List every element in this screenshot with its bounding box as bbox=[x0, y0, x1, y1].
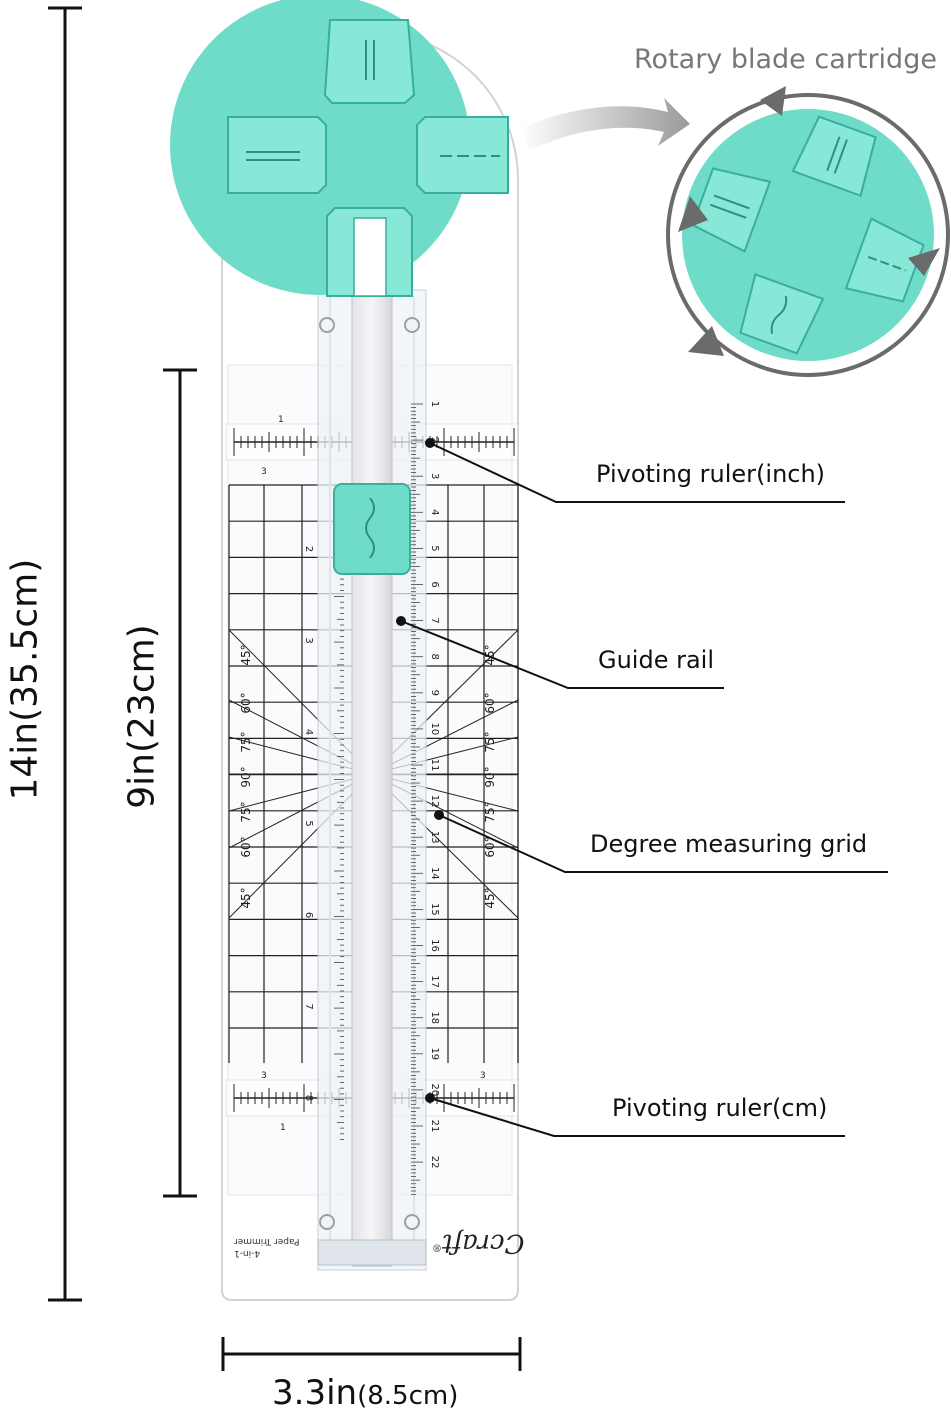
cartridge-title: Rotary blade cartridge bbox=[634, 44, 937, 75]
cm-number: 11 bbox=[429, 759, 440, 772]
blade-slider[interactable] bbox=[333, 483, 411, 575]
total-height-label: 14in(35.5cm) bbox=[4, 558, 46, 801]
cm-number: 9 bbox=[429, 690, 440, 696]
cm-number: 13 bbox=[429, 831, 440, 844]
angle-right: 75° bbox=[483, 801, 497, 822]
angle-left: 45° bbox=[239, 887, 253, 908]
callout-guide-rail: Guide rail bbox=[598, 646, 715, 674]
inch-number: 2 bbox=[303, 546, 314, 552]
angle-left: 60° bbox=[239, 692, 253, 713]
cm-number: 12 bbox=[429, 795, 440, 808]
angle-left: 60° bbox=[239, 836, 253, 857]
callout-pivot-inch: Pivoting ruler(inch) bbox=[596, 460, 826, 488]
pointer-arrow bbox=[520, 98, 690, 150]
callout-pivot-cm: Pivoting ruler(cm) bbox=[612, 1094, 828, 1122]
brand-logo: Ccraft® bbox=[432, 1228, 524, 1258]
cm-number: 7 bbox=[429, 617, 440, 623]
cm-number: 1 bbox=[429, 401, 440, 407]
cm-number: 4 bbox=[429, 509, 440, 515]
cm-number: 22 bbox=[429, 1156, 440, 1169]
cm-number: 14 bbox=[429, 867, 440, 880]
angle-right: 45° bbox=[483, 887, 497, 908]
cm-number: 18 bbox=[429, 1011, 440, 1024]
cm-number: 2 bbox=[429, 437, 440, 443]
cm-number: 8 bbox=[429, 654, 440, 660]
rail-screws bbox=[319, 317, 420, 1230]
callout-lines bbox=[400, 442, 888, 1137]
working-length-label: 9in(23cm) bbox=[121, 624, 163, 809]
pivot-number: 3 bbox=[480, 1071, 486, 1081]
cm-number: 20 bbox=[429, 1084, 440, 1097]
pivot-number: 1 bbox=[280, 1123, 286, 1133]
total-height-dimension bbox=[48, 6, 82, 1302]
inch-number: 8 bbox=[303, 1095, 314, 1101]
inch-number: 5 bbox=[303, 820, 314, 826]
product-name: 4-in-1 Paper Trimmer bbox=[234, 1235, 300, 1259]
guide-rail bbox=[317, 289, 427, 1271]
brand-mark: ® bbox=[432, 1241, 442, 1253]
rail-end-cap bbox=[317, 1239, 427, 1266]
cartridge-detail bbox=[666, 86, 950, 377]
width-dimension bbox=[221, 1337, 522, 1371]
brand-name: Ccraft bbox=[442, 1228, 525, 1258]
cm-number: 10 bbox=[429, 723, 440, 736]
pivot-number: 1 bbox=[278, 415, 284, 425]
cm-number: 17 bbox=[429, 975, 440, 988]
callout-degree-grid: Degree measuring grid bbox=[590, 830, 868, 858]
angle-right: 45° bbox=[483, 644, 497, 665]
width-sub: (8.5cm) bbox=[357, 1381, 459, 1411]
product-line2: Paper Trimmer bbox=[234, 1236, 300, 1246]
angle-left: 90° bbox=[239, 766, 253, 787]
product-line1: 4-in-1 bbox=[234, 1248, 261, 1258]
width-main: 3.3in bbox=[272, 1373, 358, 1413]
angle-right: 75° bbox=[483, 731, 497, 752]
angle-right: 90° bbox=[483, 766, 497, 787]
cm-number: 19 bbox=[429, 1047, 440, 1060]
angle-left: 75° bbox=[239, 731, 253, 752]
width-label: 3.3in(8.5cm) bbox=[272, 1373, 458, 1413]
angle-left: 75° bbox=[239, 801, 253, 822]
inch-number: 4 bbox=[303, 729, 314, 735]
inch-number: 6 bbox=[303, 912, 314, 918]
callout-dots bbox=[396, 438, 444, 1103]
angle-right: 60° bbox=[483, 692, 497, 713]
pivot-number: 3 bbox=[261, 467, 267, 477]
angle-right: 60° bbox=[483, 836, 497, 857]
angle-left: 45° bbox=[239, 644, 253, 665]
cm-number: 16 bbox=[429, 939, 440, 952]
cm-number: 6 bbox=[429, 581, 440, 587]
cm-number: 3 bbox=[429, 473, 440, 479]
working-length-dimension bbox=[163, 368, 197, 1198]
angle-labels: 45° 60° 75° 90° 75° 60° 45° 45° 60° 75° 90° 75° 60° 4… bbox=[239, 644, 497, 908]
cm-number: 15 bbox=[429, 903, 440, 916]
cm-number: 5 bbox=[429, 545, 440, 551]
inch-number: 7 bbox=[303, 1003, 314, 1009]
cm-number: 21 bbox=[429, 1120, 440, 1133]
inch-number: 3 bbox=[303, 637, 314, 643]
pivot-number: 3 bbox=[261, 1071, 267, 1081]
rotary-blade-cartridge-head bbox=[170, 0, 509, 297]
